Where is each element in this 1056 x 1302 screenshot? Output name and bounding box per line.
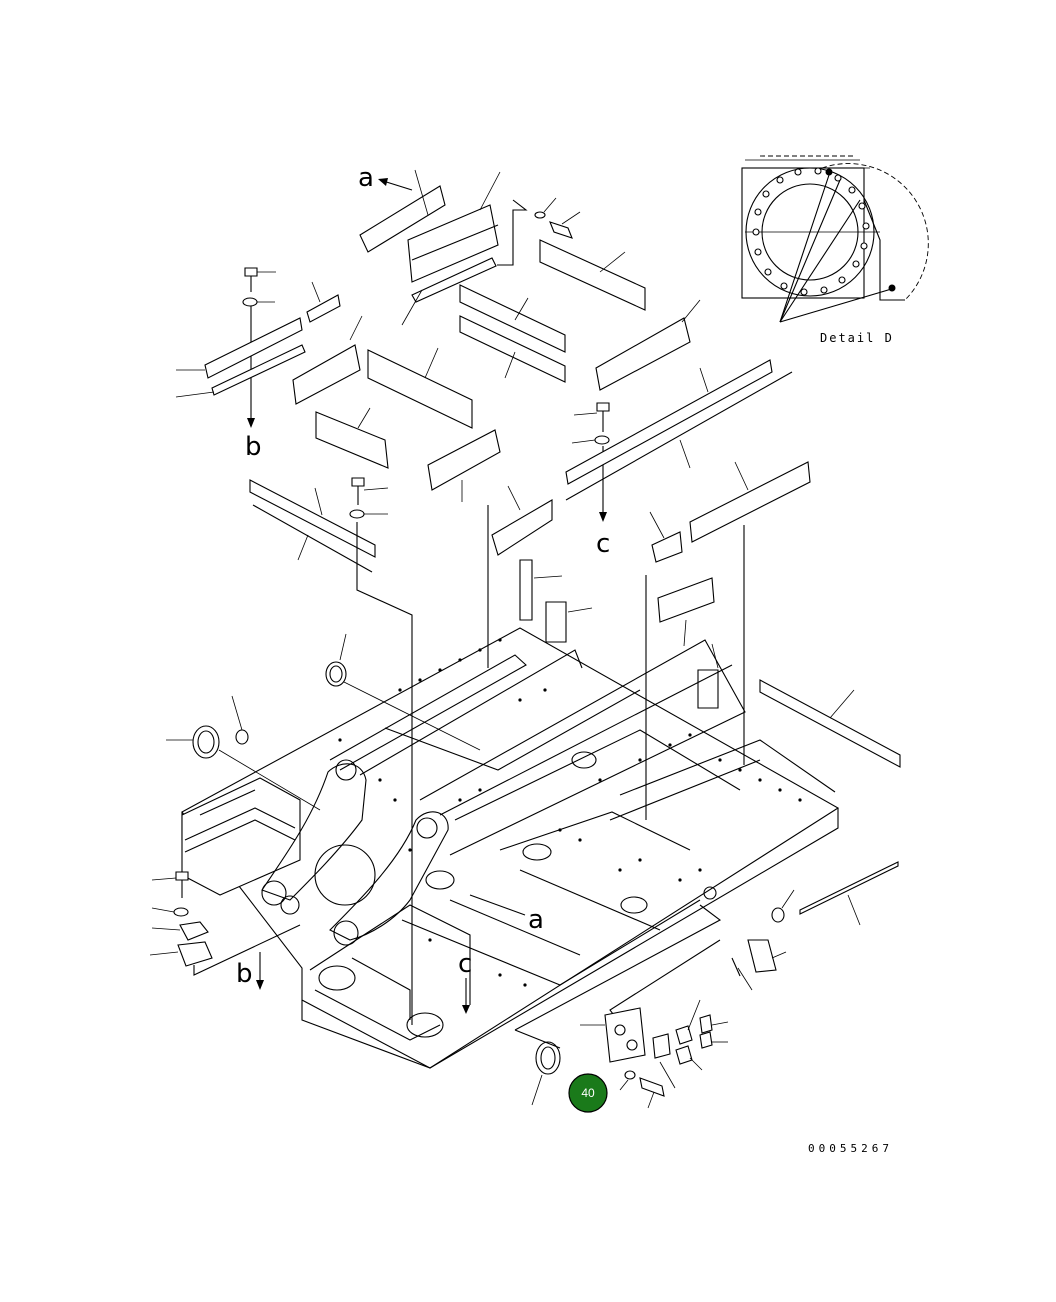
right-bolt-assembly: c [491,359,811,563]
left-bolt-assembly: b [175,267,306,462]
callout-40[interactable]: 40 [568,1073,608,1113]
view-marker-b-top: b [245,432,262,462]
drawing-number: 00055267 [808,1142,893,1155]
revolving-frame: a c [181,627,840,1069]
callout-40-label: 40 [581,1086,595,1100]
frame-bolt-holes [338,638,802,987]
left-seals: b [149,633,481,990]
view-marker-c-frame: c [458,949,472,979]
view-marker-c-top: c [596,529,610,559]
view-marker-b-frame: b [236,959,253,989]
view-marker-a-frame: a [528,905,544,935]
middle-brackets [487,505,901,820]
center-bolt [249,477,413,1025]
view-marker-a-top: a [358,163,374,193]
right-small-parts [514,861,899,1109]
cover-plate-set [292,169,701,502]
bolt-circle-holes [752,167,896,296]
detail-d: Detail D [741,155,929,345]
detail-d-title: Detail D [820,331,894,345]
